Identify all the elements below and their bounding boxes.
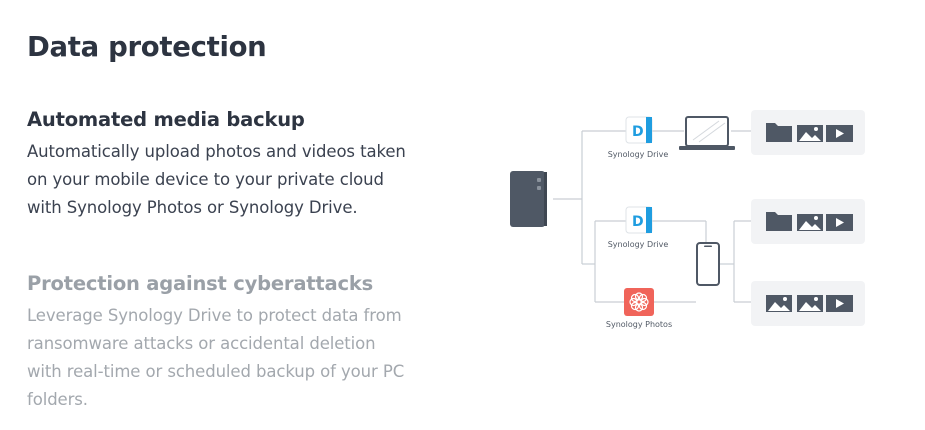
drive-letter: D xyxy=(632,124,644,140)
image-icon xyxy=(797,125,823,142)
photos-label: Synology Photos xyxy=(606,320,672,329)
video-play-icon xyxy=(826,214,853,231)
feature-title: Automated media backup xyxy=(27,108,305,131)
laptop-icon xyxy=(679,116,735,150)
synology-photos-icon xyxy=(624,288,654,316)
feature-description: Leverage Synology Drive to protect data … xyxy=(27,306,405,409)
synology-drive-icon: D xyxy=(625,206,653,234)
drive-label-mid: Synology Drive xyxy=(608,240,669,249)
drive-label-top: Synology Drive xyxy=(608,150,669,159)
feature-title: Protection against cyberattacks xyxy=(27,272,374,295)
smartphone-icon xyxy=(696,242,720,286)
image-icon xyxy=(766,295,792,312)
video-play-icon xyxy=(826,295,853,312)
nas-server-icon xyxy=(510,171,547,227)
media-panel-phone-drive xyxy=(751,199,865,244)
feature-description: Automatically upload photos and videos t… xyxy=(27,142,406,217)
media-panel-phone-photos xyxy=(751,281,865,326)
feature-automated-media-backup[interactable]: Automated media backup Automatically upl… xyxy=(27,106,412,222)
folder-icon xyxy=(766,212,792,231)
feature-protection-cyberattacks[interactable]: Protection against cyberattacks Leverage… xyxy=(27,270,412,414)
media-panel-laptop xyxy=(751,110,865,155)
drive-letter: D xyxy=(632,214,644,230)
image-icon xyxy=(797,295,823,312)
video-play-icon xyxy=(826,125,853,142)
page-title: Data protection xyxy=(27,31,267,63)
folder-icon xyxy=(766,123,792,142)
synology-drive-icon: D xyxy=(625,116,653,144)
image-icon xyxy=(797,214,823,231)
